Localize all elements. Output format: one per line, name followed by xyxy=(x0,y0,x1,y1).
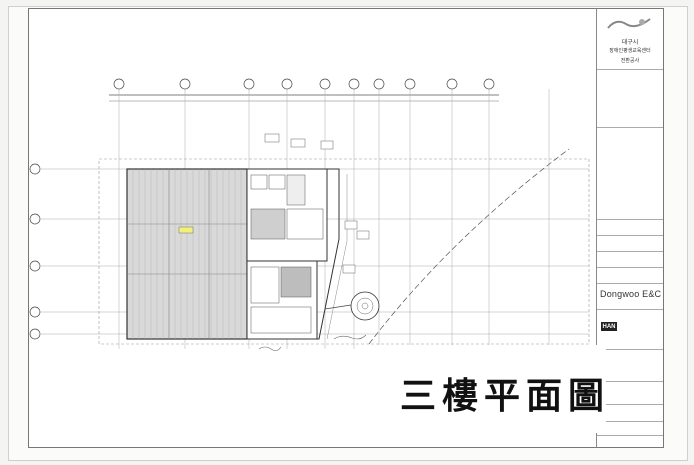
title-block-divider xyxy=(597,349,663,350)
title-block-divider xyxy=(597,404,663,405)
spiral-stair xyxy=(350,291,380,321)
title-block-divider xyxy=(597,309,663,310)
title-block-divider xyxy=(597,283,663,284)
title-block-divider xyxy=(597,251,663,252)
title-overlay: 三樓平面圖 xyxy=(378,345,606,433)
firm-name: Dongwoo E&C xyxy=(600,289,662,299)
title-block-divider xyxy=(597,219,663,220)
client-seal-logo xyxy=(603,15,655,33)
title-block-divider xyxy=(597,267,663,268)
client-line-3: 전환공사 xyxy=(620,58,640,64)
firm-logo: HAN xyxy=(601,322,617,331)
title-block-divider xyxy=(597,127,663,128)
main-hall xyxy=(126,168,248,340)
title-block-divider xyxy=(597,435,663,436)
drawing-title: 三樓平面圖 xyxy=(400,375,611,417)
title-block-divider xyxy=(597,381,663,382)
curtain-wall xyxy=(317,168,340,340)
grid-row-bubbles xyxy=(29,163,41,340)
title-block-divider xyxy=(597,69,663,70)
title-block: 대구시 장애인평생교육센터 전환공사 Dongwoo E&C HAN xyxy=(596,8,664,448)
site-arc xyxy=(368,148,570,345)
client-line-2: 장애인평생교육센터 xyxy=(609,48,651,54)
drawing-frame xyxy=(28,8,598,448)
floor-plan xyxy=(29,78,590,351)
client-line-1: 대구시 xyxy=(621,39,639,46)
grid-column-bubbles xyxy=(113,78,495,90)
title-block-divider xyxy=(597,235,663,236)
title-block-divider xyxy=(597,421,663,422)
